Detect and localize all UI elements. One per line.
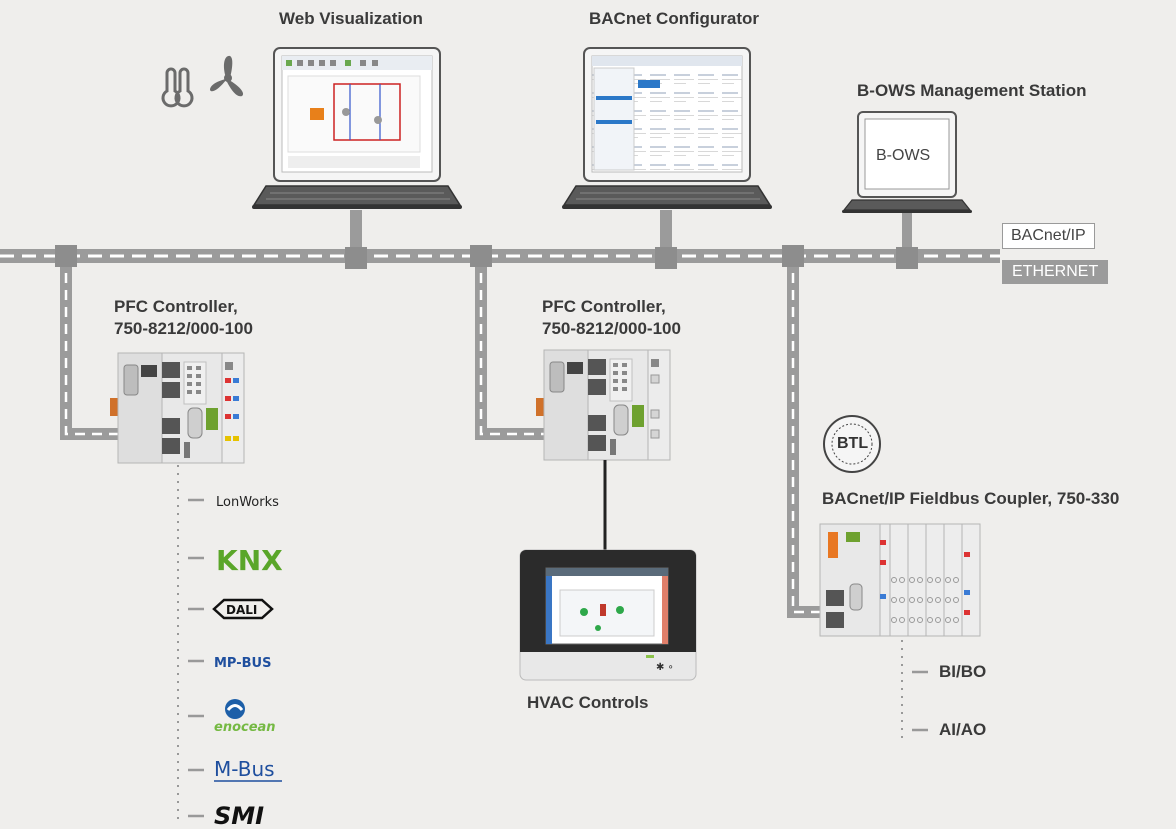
dali-logo: DALI: [212, 598, 274, 620]
svg-text:M-Bus: M-Bus: [214, 757, 275, 781]
pfc2-title-line1: PFC Controller,: [542, 297, 666, 316]
enocean-logo: enocean: [214, 699, 276, 735]
svg-text:enocean: enocean: [214, 720, 276, 735]
bacnet-configurator-label: BACnet Configurator: [589, 9, 759, 28]
fieldbus-coupler: [819, 523, 981, 637]
lonworks-logo: LonWorks: [216, 495, 279, 510]
hvac-panel: ✱ ∘: [519, 549, 697, 681]
knx-logo: KNX: [216, 544, 283, 577]
pfc2-title-line2: 750-8212/000-100: [542, 319, 681, 338]
pfc1-title-line1: PFC Controller,: [114, 297, 238, 316]
io-tree: [901, 640, 928, 738]
bows-station-label: B-OWS Management Station: [857, 81, 1087, 100]
mbus-logo: M-Bus: [214, 757, 282, 782]
btl-logo-text: BTL: [837, 435, 869, 452]
bi-bo-label: BI/BO: [939, 662, 987, 681]
pfc1-connection: [55, 245, 118, 440]
laptop-connections: [345, 210, 918, 269]
btl-logo: [823, 415, 881, 473]
protocol-tree: [177, 465, 204, 825]
web-visualization-label: Web Visualization: [279, 9, 423, 28]
pfc-controller-2: [536, 349, 671, 461]
laptop-web-visualization: [252, 47, 462, 209]
bows-screen-label: B-OWS: [876, 147, 931, 164]
pfc1-title-line2: 750-8212/000-100: [114, 319, 253, 338]
svg-text:DALI: DALI: [226, 603, 257, 617]
hvac-controls-label: HVAC Controls: [527, 693, 649, 712]
smi-logo: SMI: [214, 802, 264, 829]
bacnet-ip-tag: BACnet/IP: [1002, 223, 1095, 249]
ethernet-tag: ETHERNET: [1002, 260, 1109, 284]
coupler-label: BACnet/IP Fieldbus Coupler, 750-330: [822, 489, 1120, 508]
pfc-controller-1: [110, 352, 245, 464]
thermometer-icon: [161, 67, 194, 108]
ai-ao-label: AI/AO: [939, 720, 987, 739]
fan-icon: [210, 55, 244, 97]
laptop-bacnet-configurator: [562, 47, 772, 209]
svg-text:✱ ∘: ✱ ∘: [656, 662, 674, 673]
pfc2-connection: [470, 245, 544, 440]
mpbus-logo: MP-BUS: [214, 656, 271, 671]
coupler-connection: [782, 245, 822, 618]
ethernet-bus: [0, 249, 1000, 263]
laptop-bows: [842, 111, 972, 213]
